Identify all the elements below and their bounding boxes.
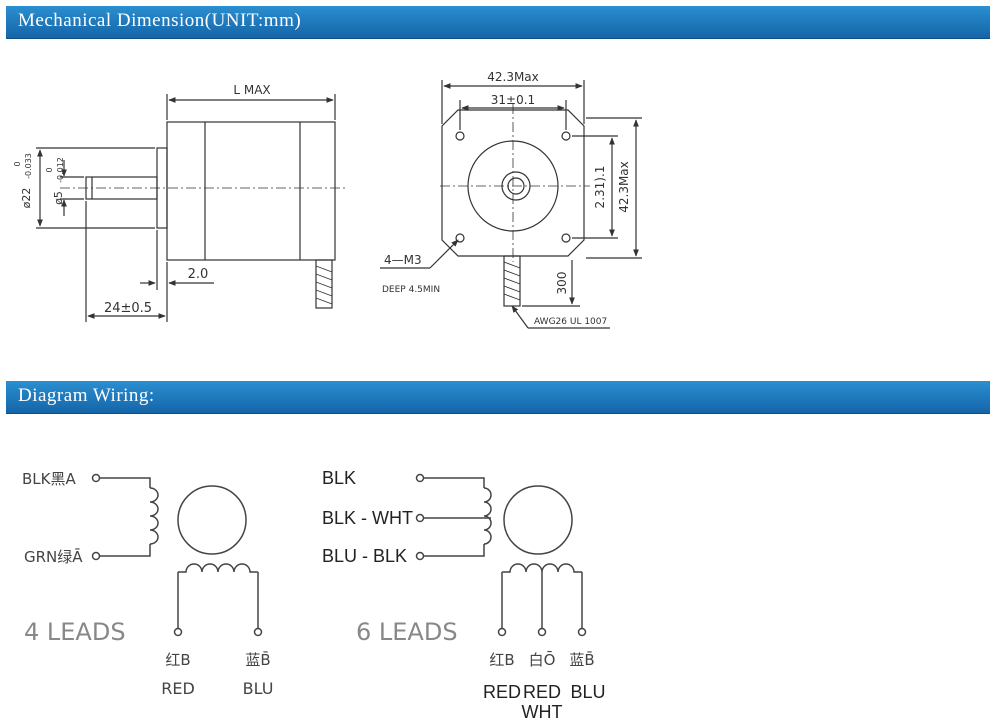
rotor-6 xyxy=(503,485,573,555)
lead-b-cn-label: 红B xyxy=(165,651,190,669)
terminal-b xyxy=(173,627,183,637)
terminal-o-6 xyxy=(537,627,547,637)
lead-b-bar-en-label: BLU xyxy=(243,679,274,698)
shaft-length-label: 24±0.5 xyxy=(104,301,152,316)
lead-blk-label: BLK xyxy=(322,468,356,488)
inner-dia-tol-lower: -0.012 xyxy=(56,157,65,183)
terminal-blk-wht xyxy=(415,513,425,523)
cable-gland-side xyxy=(315,259,333,309)
terminal-b-6 xyxy=(497,627,507,637)
front-view-drawing xyxy=(380,80,642,329)
diagram-wiring-header: Diagram Wiring: xyxy=(6,381,990,414)
terminal-blk xyxy=(415,473,425,483)
motor-body-side xyxy=(166,121,336,261)
motor-face-outline xyxy=(441,109,585,257)
wiring-4-leads xyxy=(91,473,263,637)
lead-b-bar-cn-label: 蓝B̄ xyxy=(245,650,270,669)
coil-a-6 xyxy=(483,487,492,545)
side-view-drawing xyxy=(36,94,345,322)
shaft-dia-tol-lower: -0.033 xyxy=(24,153,33,179)
hole-spacing-label: 31±0.1 xyxy=(491,93,535,107)
lead-b-6-cn-label: 红B xyxy=(489,651,514,669)
terminal-blu-blk xyxy=(415,551,425,561)
lead-o-6-cn-label: 白Ō xyxy=(529,650,556,669)
lead-b-bar-6-en-label: BLU xyxy=(570,682,605,702)
l-max-label: L MAX xyxy=(233,83,270,97)
lead-b-bar-6-cn-label: 蓝B̄ xyxy=(569,650,594,669)
lead-blu-blk-label: BLU - BLK xyxy=(322,546,407,566)
terminal-a xyxy=(91,473,101,483)
diagram-wiring-title: Diagram Wiring: xyxy=(18,385,155,406)
lead-b-6-en-label: RED xyxy=(483,682,521,702)
lead-o-6-en-label: RED xyxy=(523,682,561,702)
coil-a xyxy=(149,487,159,545)
lead-b-en-label: RED xyxy=(161,679,195,698)
rotor-4 xyxy=(177,485,247,555)
mechanical-dimension-header: Mechanical Dimension(UNIT:mm) xyxy=(6,6,990,39)
lead-a-bar-label: GRN绿Ā xyxy=(24,548,83,566)
shaft-dia-label: ø22 xyxy=(20,188,33,209)
shaft-dia-tol-upper: 0 xyxy=(13,161,22,166)
wiring-6-leads xyxy=(415,473,587,637)
inner-dia-tol-upper: 0 xyxy=(45,167,54,172)
hole-spacing-vertical-label: 2.31).1 xyxy=(593,166,607,209)
coil-b-6 xyxy=(502,563,582,573)
lead-o-6-en2-label: WHT xyxy=(522,702,563,722)
screw-label: 4—M3 xyxy=(384,253,422,267)
lead-blk-wht-label: BLK - WHT xyxy=(322,508,413,528)
four-leads-caption: 4 LEADS xyxy=(24,618,126,646)
terminal-a-bar xyxy=(91,551,101,561)
cable-spec-label: AWG26 UL 1007 xyxy=(534,317,607,327)
mechanical-dimension-title: Mechanical Dimension(UNIT:mm) xyxy=(18,10,302,31)
width-max-label: 42.3Max xyxy=(487,70,539,84)
height-max-label: 42.3Max xyxy=(617,161,631,213)
six-leads-caption: 6 LEADS xyxy=(356,618,458,646)
terminal-b-bar xyxy=(253,627,263,637)
coil-b xyxy=(178,563,258,573)
terminal-b-bar-6 xyxy=(577,627,587,637)
inner-dia-label: ø5 xyxy=(52,191,65,205)
lead-a-label: BLK黑A xyxy=(22,470,76,488)
step-label: 2.0 xyxy=(188,267,209,282)
screw-depth-label: DEEP 4.5MIN xyxy=(382,285,440,295)
cable-length-label: 300 xyxy=(555,272,569,295)
